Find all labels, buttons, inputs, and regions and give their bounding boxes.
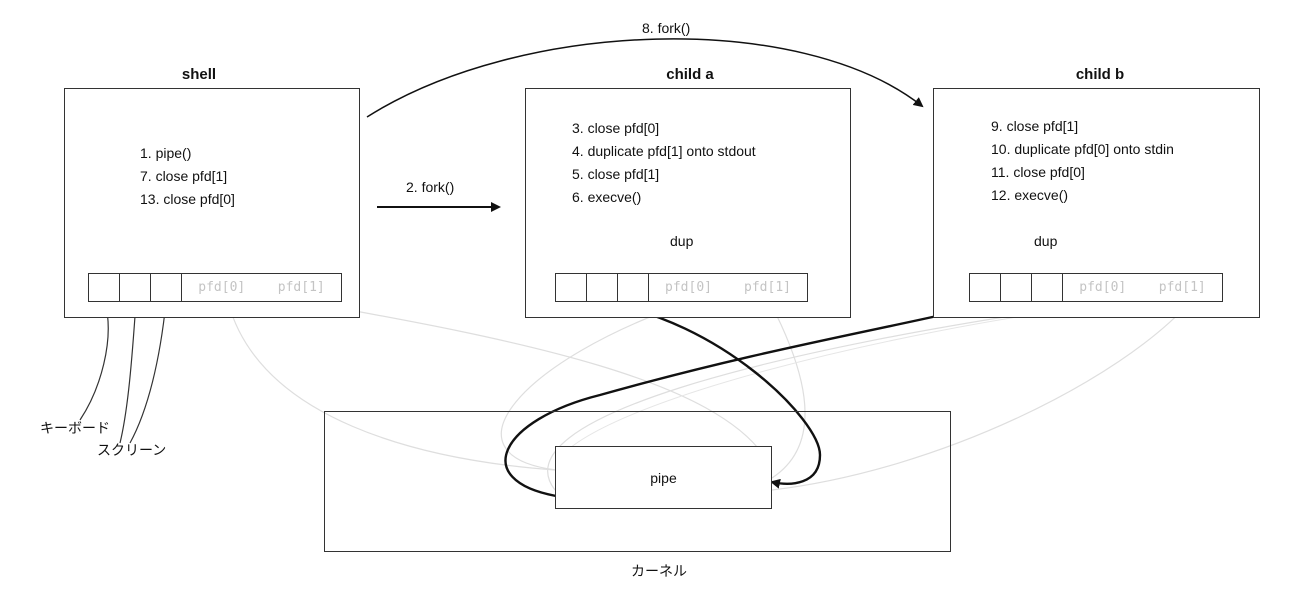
pfd0-label: pfd[0] [665,280,712,295]
shell-fd-table: pfd[0] pfd[1] [88,273,342,302]
screen-label: スクリーン [97,442,167,458]
shell-fd1-to-screen-line [119,301,137,444]
shell-step: 13. close pfd[0] [140,191,235,207]
fd-entry-0 [556,274,587,301]
shell-step: 7. close pfd[1] [140,168,228,184]
shell-step: 1. pipe() [140,145,192,161]
childb-extra-faint-link [555,304,1101,463]
pfd0-label: pfd[0] [1079,280,1127,295]
fd-entry-1 [120,274,151,301]
child-a-dup-label: dup [670,233,694,249]
pfd1-label: pfd[1] [744,280,791,295]
fork-a-label: 2. fork() [406,179,455,195]
child-b-dup-label: dup [1034,233,1058,249]
fd-entry-0 [970,274,1001,301]
child-a-step: 4. duplicate pfd[1] onto stdout [572,143,756,159]
pfd1-label: pfd[1] [1158,280,1206,295]
pipe-label: pipe [650,469,677,486]
fd-entry-0 [89,274,120,301]
child-a-fd-table: pfd[0] pfd[1] [555,273,808,302]
keyboard-label: キーボード [40,420,110,436]
kernel-box [324,411,951,552]
child-b-title: child b [1075,66,1125,83]
shell-pfd1-faint-link [304,301,769,463]
pfd1-label: pfd[1] [277,280,325,295]
shell-pfd0-faint-link [227,301,556,471]
child-a-step: 5. close pfd[1] [572,166,660,182]
pfd0-label: pfd[0] [198,280,246,295]
child-a-step: 6. execve() [572,189,642,205]
shell-steps: 1. pipe() 7. close pfd[1] 13. close pfd[… [140,142,235,211]
childa-pfd0-faint-link [500,299,692,471]
child-b-steps: 9. close pfd[1] 10. duplicate pfd[0] ont… [991,115,1174,207]
child-b-fd-table: pfd[0] pfd[1] [969,273,1223,302]
child-b-step: 10. duplicate pfd[0] onto stdin [991,141,1174,157]
kernel-label: カーネル [631,563,687,579]
childa-stdout-to-pipe-arrow [599,300,822,489]
fd-entry-1 [1001,274,1032,301]
childb-pfd1-faint-link [771,301,1191,491]
shell-fd0-to-keyboard-line [79,301,109,421]
pipe-to-childb-stdin-arrow [504,301,988,498]
fd-entry-2 [151,274,182,301]
fd-entry-2 [1032,274,1063,301]
child-a-title: child a [666,66,714,83]
child-a-steps: 3. close pfd[0] 4. duplicate pfd[1] onto… [572,117,756,209]
shell-title: shell [181,66,217,83]
child-b-step: 11. close pfd[0] [991,164,1085,180]
fork-b-label: 8. fork() [642,20,691,36]
pipe-box: pipe [555,446,772,509]
child-a-step: 3. close pfd[0] [572,120,660,136]
shell-fd2-to-screen-line [129,301,167,444]
childa-pfd1-faint-link [769,301,806,479]
child-b-step: 9. close pfd[1] [991,118,1079,134]
fd-entry-1 [587,274,618,301]
fork-b-arrow [366,38,924,118]
childb-pfd0-faint-link [547,298,1107,491]
fd-entry-2 [618,274,649,301]
child-b-step: 12. execve() [991,187,1069,203]
